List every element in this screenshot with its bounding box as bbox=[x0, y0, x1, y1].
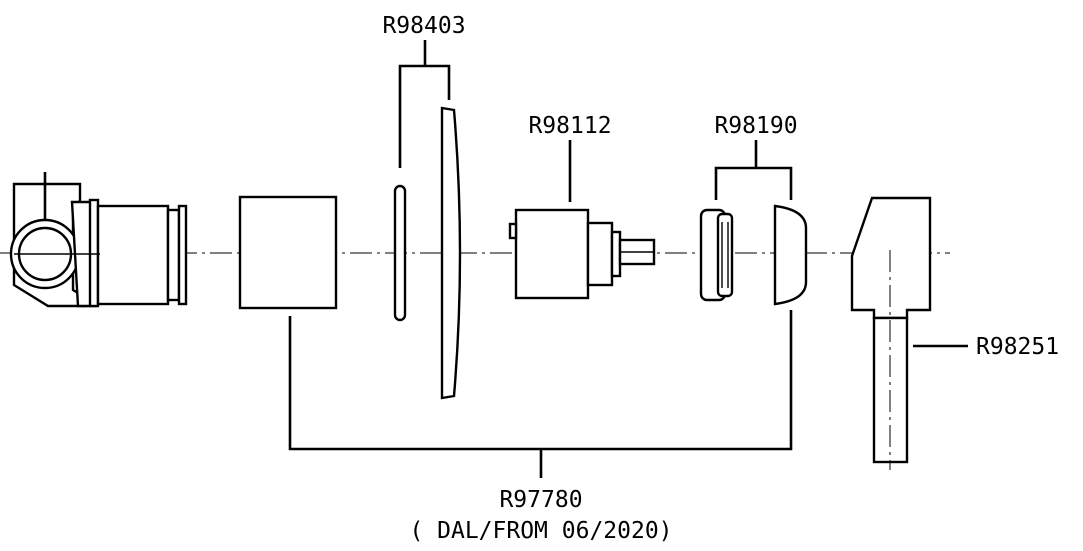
leader-trim-set bbox=[714, 140, 793, 200]
escutcheon-plate bbox=[440, 106, 462, 400]
cap bbox=[773, 204, 808, 306]
label-kit: R97780 bbox=[499, 487, 582, 513]
valve-body bbox=[9, 172, 188, 308]
cartridge bbox=[508, 208, 656, 300]
leader-seal-kit bbox=[398, 40, 451, 168]
label-cartridge: R98112 bbox=[528, 113, 611, 139]
label-handle: R98251 bbox=[976, 334, 1059, 360]
leader-kit bbox=[288, 310, 793, 478]
label-trim-set: R98190 bbox=[714, 113, 797, 139]
label-kit-note: ( DAL/FRΟM 06/2020) bbox=[409, 518, 672, 544]
adapter bbox=[699, 208, 734, 302]
sleeve bbox=[238, 195, 338, 310]
o-ring bbox=[393, 184, 407, 322]
label-seal-kit: R98403 bbox=[382, 13, 465, 39]
lever-handle bbox=[850, 196, 932, 470]
